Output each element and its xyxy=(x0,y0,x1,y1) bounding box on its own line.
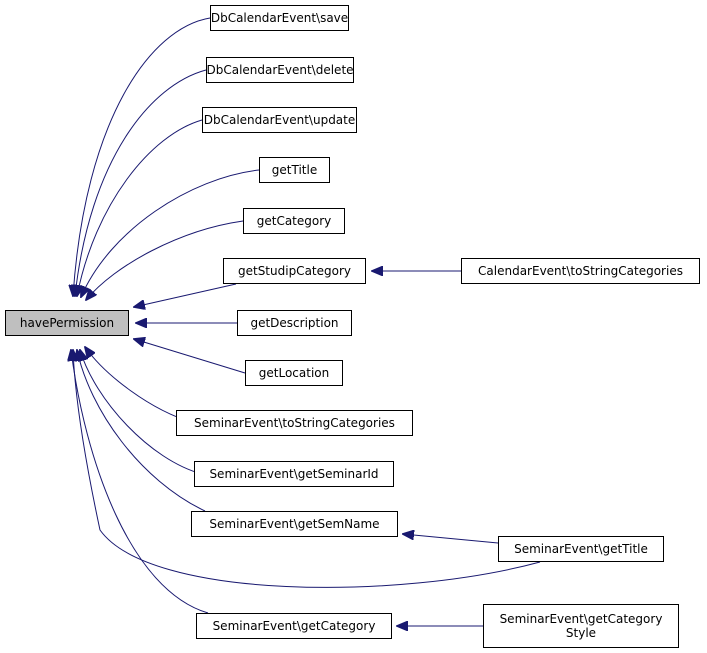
edge-n6-to-root xyxy=(134,283,237,307)
edge-n1-to-root xyxy=(73,17,211,296)
node-seminarevent-gettitle[interactable]: SeminarEvent\getTitle xyxy=(498,536,664,562)
node-seminarevent-getseminarid[interactable]: SeminarEvent\getSeminarId xyxy=(194,461,394,487)
edge-n13-to-root xyxy=(73,350,541,588)
node-get-location[interactable]: getLocation xyxy=(245,360,343,386)
node-dbcalendarevent-update[interactable]: DbCalendarEvent\update xyxy=(202,107,357,133)
node-seminarevent-getcategorystyle[interactable]: SeminarEvent\getCategory Style xyxy=(483,604,679,648)
node-get-category[interactable]: getCategory xyxy=(243,208,345,234)
edge-n14-to-root xyxy=(71,350,209,614)
edge-n12-to-root xyxy=(77,350,206,512)
node-seminarevent-tostringcategories[interactable]: SeminarEvent\toStringCategories xyxy=(176,410,413,436)
node-calendarevent-tostringcategories[interactable]: CalendarEvent\toStringCategories xyxy=(461,258,700,284)
edge-n13-to-n12 xyxy=(403,534,499,544)
edge-n2-to-root xyxy=(75,69,207,296)
node-get-title[interactable]: getTitle xyxy=(259,157,330,183)
node-get-description[interactable]: getDescription xyxy=(237,310,352,336)
node-dbcalendarevent-delete[interactable]: DbCalendarEvent\delete xyxy=(206,57,354,83)
edge-n5-to-root xyxy=(86,220,244,300)
node-seminarevent-getcategory[interactable]: SeminarEvent\getCategory xyxy=(196,613,392,639)
edge-n4-to-root xyxy=(81,169,260,297)
node-dbcalendarevent-save[interactable]: DbCalendarEvent\save xyxy=(210,5,349,31)
node-have-permission: havePermission xyxy=(5,310,129,336)
node-seminarevent-getsemname[interactable]: SeminarEvent\getSemName xyxy=(191,511,398,537)
edge-n9-to-root xyxy=(134,339,246,374)
node-get-studip-category[interactable]: getStudipCategory xyxy=(223,258,366,284)
edge-n11-to-root xyxy=(80,350,203,475)
edge-n3-to-root xyxy=(77,119,203,296)
